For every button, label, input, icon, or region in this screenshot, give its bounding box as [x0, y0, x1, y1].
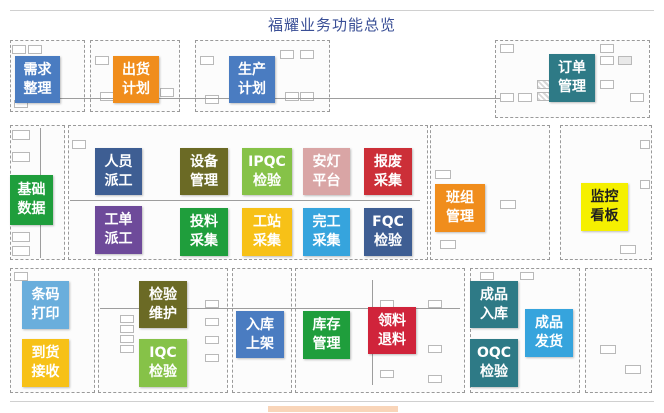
flow-box — [428, 300, 442, 308]
module-fqc[interactable]: FQC 检验 — [364, 208, 412, 256]
module-shebei[interactable]: 设备 管理 — [180, 148, 228, 195]
flow-box — [300, 50, 314, 59]
module-ruku[interactable]: 入库 上架 — [236, 311, 284, 358]
flow-box — [620, 245, 636, 254]
flow-box — [480, 272, 494, 280]
bottom-rule — [10, 401, 654, 402]
flow-box — [640, 180, 650, 189]
flow-box — [72, 140, 86, 149]
module-tiaoma[interactable]: 条码 打印 — [22, 281, 69, 329]
flow-box — [205, 300, 219, 308]
connector — [100, 308, 460, 309]
module-chengpin-fahuo[interactable]: 成品 发货 — [525, 309, 573, 357]
flow-box — [600, 345, 616, 354]
module-wangong[interactable]: 完工 采集 — [303, 208, 350, 256]
module-jiankong[interactable]: 监控 看板 — [581, 183, 628, 231]
module-oqc[interactable]: OQC 检验 — [470, 339, 518, 387]
flow-box — [518, 93, 532, 102]
module-iqc[interactable]: IQC 检验 — [139, 339, 187, 387]
connector — [70, 200, 420, 201]
flow-box — [100, 92, 114, 101]
module-chengpin-ruku[interactable]: 成品 入库 — [470, 281, 518, 328]
flow-box — [500, 44, 514, 53]
flow-box — [160, 88, 174, 97]
flow-box — [205, 95, 219, 104]
flow-box — [440, 240, 456, 249]
flow-box — [625, 365, 641, 374]
connector — [60, 98, 500, 99]
flow-box — [285, 92, 299, 101]
module-renyuan[interactable]: 人员 派工 — [95, 148, 142, 195]
flow-box — [435, 170, 451, 179]
flow-box — [630, 93, 644, 102]
module-touliao[interactable]: 投料 采集 — [180, 208, 228, 256]
flow-box — [280, 50, 294, 59]
flow-box — [600, 56, 614, 65]
module-jichu[interactable]: 基础 数据 — [10, 175, 53, 225]
module-banzu[interactable]: 班组 管理 — [435, 184, 485, 232]
module-lingliao[interactable]: 领料 退料 — [368, 307, 416, 354]
flow-box — [600, 80, 614, 89]
flow-box — [120, 325, 134, 333]
flow-box — [428, 345, 442, 353]
flow-box — [12, 232, 30, 242]
flow-box — [120, 315, 134, 323]
diagram-title: 福耀业务功能总览 — [267, 16, 396, 34]
module-kucun[interactable]: 库存 管理 — [303, 311, 350, 359]
flow-box — [120, 345, 134, 353]
module-ipqc[interactable]: IPQC 检验 — [242, 148, 292, 195]
flow-box — [205, 354, 219, 362]
module-daohuo[interactable]: 到货 接收 — [22, 339, 69, 387]
flow-box — [428, 375, 442, 383]
flow-box — [300, 92, 314, 101]
title-rule — [10, 10, 654, 11]
flow-box — [28, 45, 42, 54]
module-chuhuo[interactable]: 出货 计划 — [113, 56, 159, 103]
flow-box — [12, 152, 30, 162]
module-andeng[interactable]: 安灯 平台 — [303, 148, 350, 195]
flow-box — [205, 318, 219, 326]
flow-box — [520, 272, 534, 280]
module-baofei[interactable]: 报废 采集 — [364, 148, 412, 195]
module-gongdan[interactable]: 工单 派工 — [95, 206, 142, 254]
flow-box — [618, 56, 632, 65]
module-jianyan[interactable]: 检验 维护 — [139, 281, 187, 328]
flow-box — [500, 200, 516, 209]
flow-box — [205, 336, 219, 344]
flow-box — [600, 44, 614, 53]
flow-box — [12, 246, 30, 256]
flow-box — [12, 130, 30, 140]
flow-box — [14, 272, 28, 281]
flow-box — [200, 56, 214, 65]
flow-box — [380, 370, 394, 378]
flow-box — [640, 140, 650, 149]
module-dingdan[interactable]: 订单 管理 — [549, 54, 595, 102]
flow-box — [95, 56, 109, 65]
region-delivery — [585, 268, 652, 393]
bottom-bar — [268, 406, 398, 412]
module-shengchan[interactable]: 生产 计划 — [229, 56, 275, 103]
flow-box — [12, 45, 26, 54]
module-gongzhan[interactable]: 工站 采集 — [242, 208, 292, 256]
flow-box — [500, 93, 514, 102]
flow-box — [120, 335, 134, 343]
region-monitor — [560, 125, 652, 260]
module-xuqiu[interactable]: 需求 整理 — [15, 56, 60, 103]
